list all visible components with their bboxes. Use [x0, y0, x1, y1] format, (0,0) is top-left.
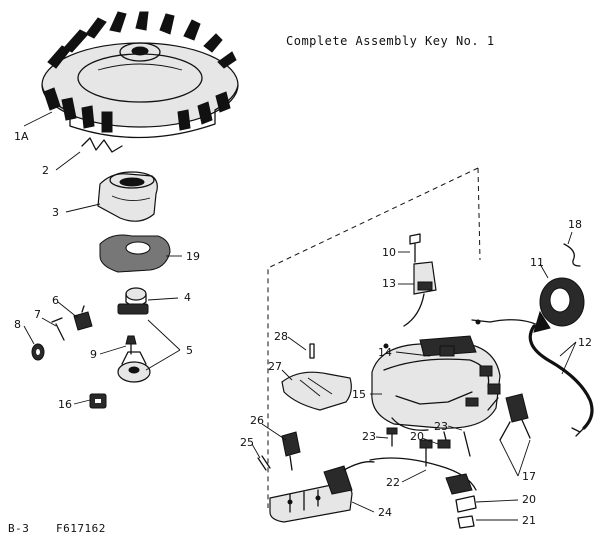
callout-20-lower: 20 — [522, 493, 536, 506]
callout-27: 27 — [268, 360, 282, 373]
air-deflector-part — [281, 371, 352, 411]
callout-14: 14 — [378, 346, 392, 359]
callout-19: 19 — [186, 250, 200, 263]
callout-3: 3 — [52, 206, 59, 219]
callout-2: 2 — [42, 164, 49, 177]
callout-8: 8 — [14, 318, 21, 331]
footer-part-number: F617162 — [56, 522, 106, 535]
callout-26: 26 — [250, 414, 264, 427]
callout-17: 17 — [522, 470, 536, 483]
cover-part — [97, 171, 158, 222]
callout-5: 5 — [186, 344, 193, 357]
bracket-13-part — [403, 261, 437, 327]
spacer-20-part — [455, 495, 477, 513]
gasket-part — [99, 234, 171, 273]
callout-13: 13 — [382, 277, 396, 290]
pin-28-part — [309, 343, 315, 359]
callout-22: 22 — [386, 476, 400, 489]
callout-7: 7 — [34, 308, 41, 321]
throttle-lever-part — [369, 431, 477, 495]
screw-23-part — [386, 427, 398, 447]
screw-9-part — [125, 335, 137, 355]
spring-clip-part — [81, 137, 123, 153]
callout-9: 9 — [90, 348, 97, 361]
callout-12: 12 — [578, 336, 592, 349]
screw-10-part — [409, 233, 421, 263]
callout-28: 28 — [274, 330, 288, 343]
callout-20-upper: 20 — [410, 430, 424, 443]
screw-part — [51, 317, 65, 341]
condenser-clip-part — [73, 305, 93, 331]
breaker-cam-part — [117, 287, 149, 315]
callout-25: 25 — [240, 436, 254, 449]
callout-15: 15 — [352, 388, 366, 401]
ignition-coil-part — [533, 277, 585, 333]
callout-4: 4 — [184, 291, 191, 304]
callout-23-left: 23 — [362, 430, 376, 443]
spark-plug-lead-part — [528, 324, 594, 430]
plug-21-part — [457, 515, 475, 529]
control-bracket-part — [269, 461, 375, 523]
carburetor-housing-part — [371, 335, 501, 431]
callout-23-right: 23 — [434, 420, 448, 433]
washer-part — [31, 343, 45, 361]
leader-lines — [23, 111, 577, 521]
callout-6: 6 — [52, 294, 59, 307]
callout-10: 10 — [382, 246, 396, 259]
callout-11: 11 — [530, 256, 544, 269]
diagram-title: Complete Assembly Key No. 1 — [286, 34, 495, 48]
clip-16-part — [89, 393, 107, 409]
flywheel-part — [41, 11, 239, 139]
callout-16: 16 — [58, 398, 72, 411]
breaker-plate-part — [117, 351, 151, 383]
callout-21: 21 — [522, 514, 536, 527]
callout-18: 18 — [568, 218, 582, 231]
callout-1a: 1A — [14, 130, 29, 143]
clip-25-part — [257, 455, 271, 471]
wire-18-part — [563, 243, 581, 267]
governor-linkage-part — [487, 393, 531, 441]
footer-page-code: B-3 — [8, 522, 29, 535]
assembly-line-top — [477, 167, 481, 261]
fuel-fitting-part — [281, 431, 301, 471]
callout-24: 24 — [378, 506, 392, 519]
